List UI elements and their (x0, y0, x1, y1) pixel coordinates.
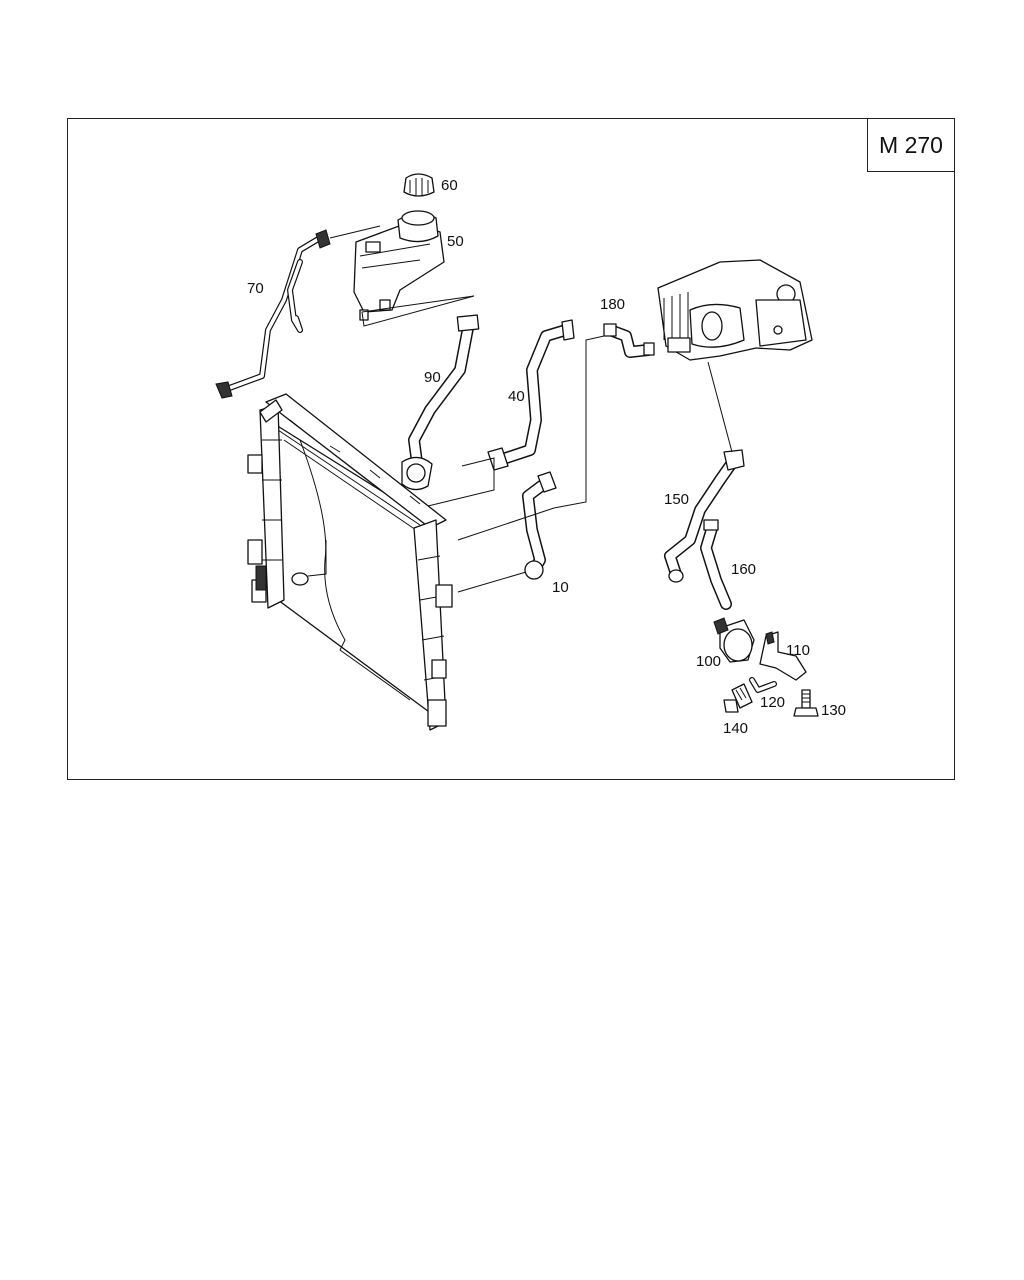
leader-lines (329, 225, 733, 593)
part-130-bolt (793, 689, 819, 717)
part-150-hose (664, 449, 745, 583)
callout-50: 50 (447, 233, 464, 250)
callout-60: 60 (441, 177, 458, 194)
callout-100: 100 (696, 653, 721, 670)
part-100-pump (713, 617, 755, 663)
part-120-clip (749, 677, 777, 693)
part-90-hose (401, 314, 480, 491)
callout-70: 70 (247, 280, 264, 297)
callout-10: 10 (552, 579, 569, 596)
model-label: M 270 (879, 131, 943, 158)
part-50-expansion-tank (353, 210, 445, 321)
part-60-cap (403, 173, 435, 197)
callout-180: 180 (600, 296, 625, 313)
engine-module (657, 259, 813, 361)
callout-120: 120 (760, 694, 785, 711)
part-180-elbow (603, 323, 655, 358)
callout-160: 160 (731, 561, 756, 578)
part-10-hose (522, 471, 557, 580)
callout-140: 140 (723, 720, 748, 737)
part-110-bracket (759, 631, 807, 681)
model-label-box: M 270 (867, 118, 955, 172)
callout-90: 90 (424, 369, 441, 386)
part-40-hose (487, 319, 575, 471)
part-160-hose (700, 519, 732, 610)
callout-130: 130 (821, 702, 846, 719)
callout-40: 40 (508, 388, 525, 405)
part-140-bolt (723, 683, 753, 713)
part-70-bleed-line (215, 229, 331, 399)
callout-150: 150 (664, 491, 689, 508)
radiator (247, 393, 453, 731)
diagram-frame (67, 118, 955, 780)
callouts: 60 50 70 90 40 180 150 160 10 100 110 12… (247, 177, 846, 737)
callout-110: 110 (786, 642, 810, 659)
